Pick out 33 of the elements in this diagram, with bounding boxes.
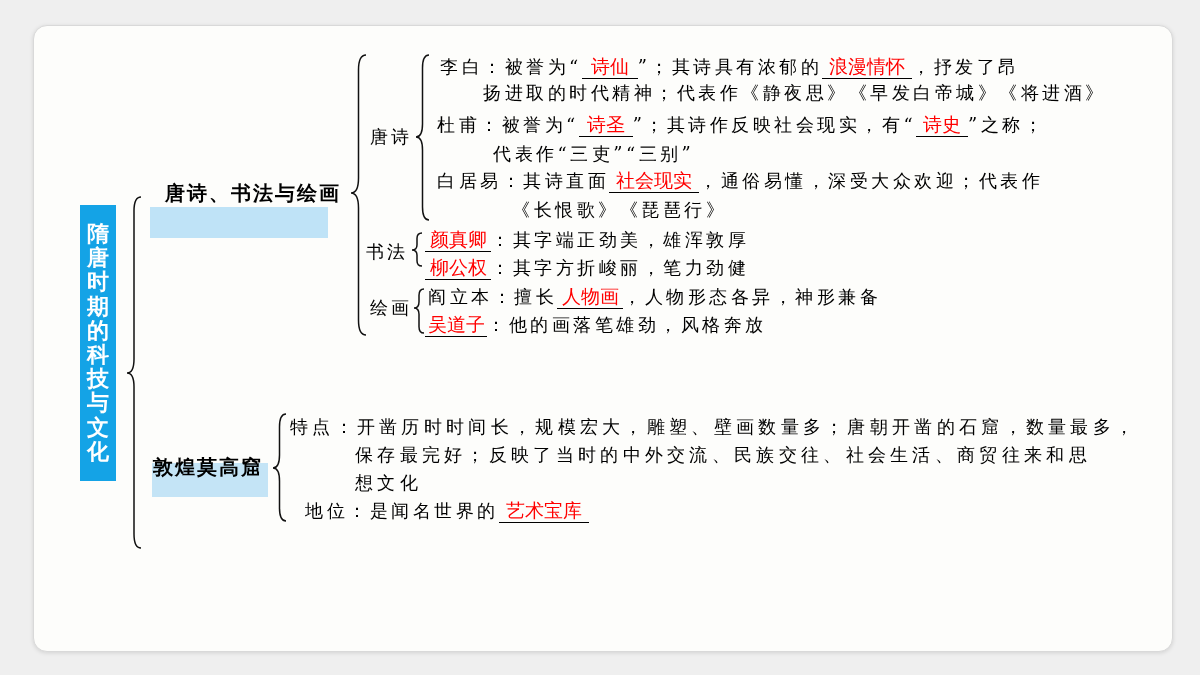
statement-text: ：其字方折峻丽，笔力劲健	[491, 256, 749, 280]
statement-text: ”之称；	[968, 113, 1046, 137]
category-label: 唐诗	[370, 125, 412, 149]
statement-text: 阎立本：擅长	[428, 285, 557, 309]
statement-text: 代表作“三吏”“三别”	[493, 142, 695, 166]
statement-text: 地位：是闻名世界的	[305, 499, 499, 523]
branch-heading: 敦煌莫高窟	[152, 455, 268, 497]
fill-in-line: 社会现实	[609, 169, 699, 193]
statement-text: ：其字端正劲美，雄浑敦厚	[491, 228, 749, 252]
statement-text: 白居易：其诗直面	[437, 169, 609, 193]
statement-text: 杜甫：被誉为“	[437, 113, 579, 137]
statement-text: 扬进取的时代精神；代表作《静夜思》《早发白帝城》《将进酒》	[483, 81, 1107, 105]
category-label: 绘画	[370, 296, 412, 320]
fill-in-line: 颜真卿	[425, 228, 491, 252]
statement-text: ，抒发了昂	[912, 55, 1020, 79]
statement-text: ，通俗易懂，深受大众欢迎；代表作	[699, 169, 1043, 193]
fill-in-line: 诗史	[916, 113, 969, 137]
topic-box: 隋唐时期的科技与文化	[80, 205, 116, 481]
statement-text: ”；其诗具有浓郁的	[637, 55, 823, 79]
fill-in-line: 人物画	[557, 285, 623, 309]
statement-text: 李白：被誉为“	[440, 55, 582, 79]
fill-in-line: 浪漫情怀	[822, 55, 913, 79]
statement-text: ”；其诗作反映社会现实，有“	[632, 113, 917, 137]
statement-text: ，人物形态各异，神形兼备	[623, 285, 881, 309]
fill-in-line: 诗圣	[578, 113, 633, 137]
fill-in-line: 诗仙	[581, 55, 638, 79]
paragraph: 特点：开凿历时时间长，规模宏大，雕塑、壁画数量多；唐朝开凿的石窟，数量最多，保存最完好；反映了当时的中外交流、民族交往、社会生活、商贸往来和思想文化	[290, 415, 1139, 495]
fill-in-line: 艺术宝库	[498, 499, 589, 523]
statement-text: 《长恨歌》《琵琶行》	[512, 198, 727, 222]
fill-in-line: 吴道子	[425, 313, 487, 337]
fill-in-line: 柳公权	[425, 256, 491, 280]
statement-text: ：他的画落笔雄劲，风格奔放	[487, 313, 767, 337]
category-label: 书法	[366, 240, 408, 264]
